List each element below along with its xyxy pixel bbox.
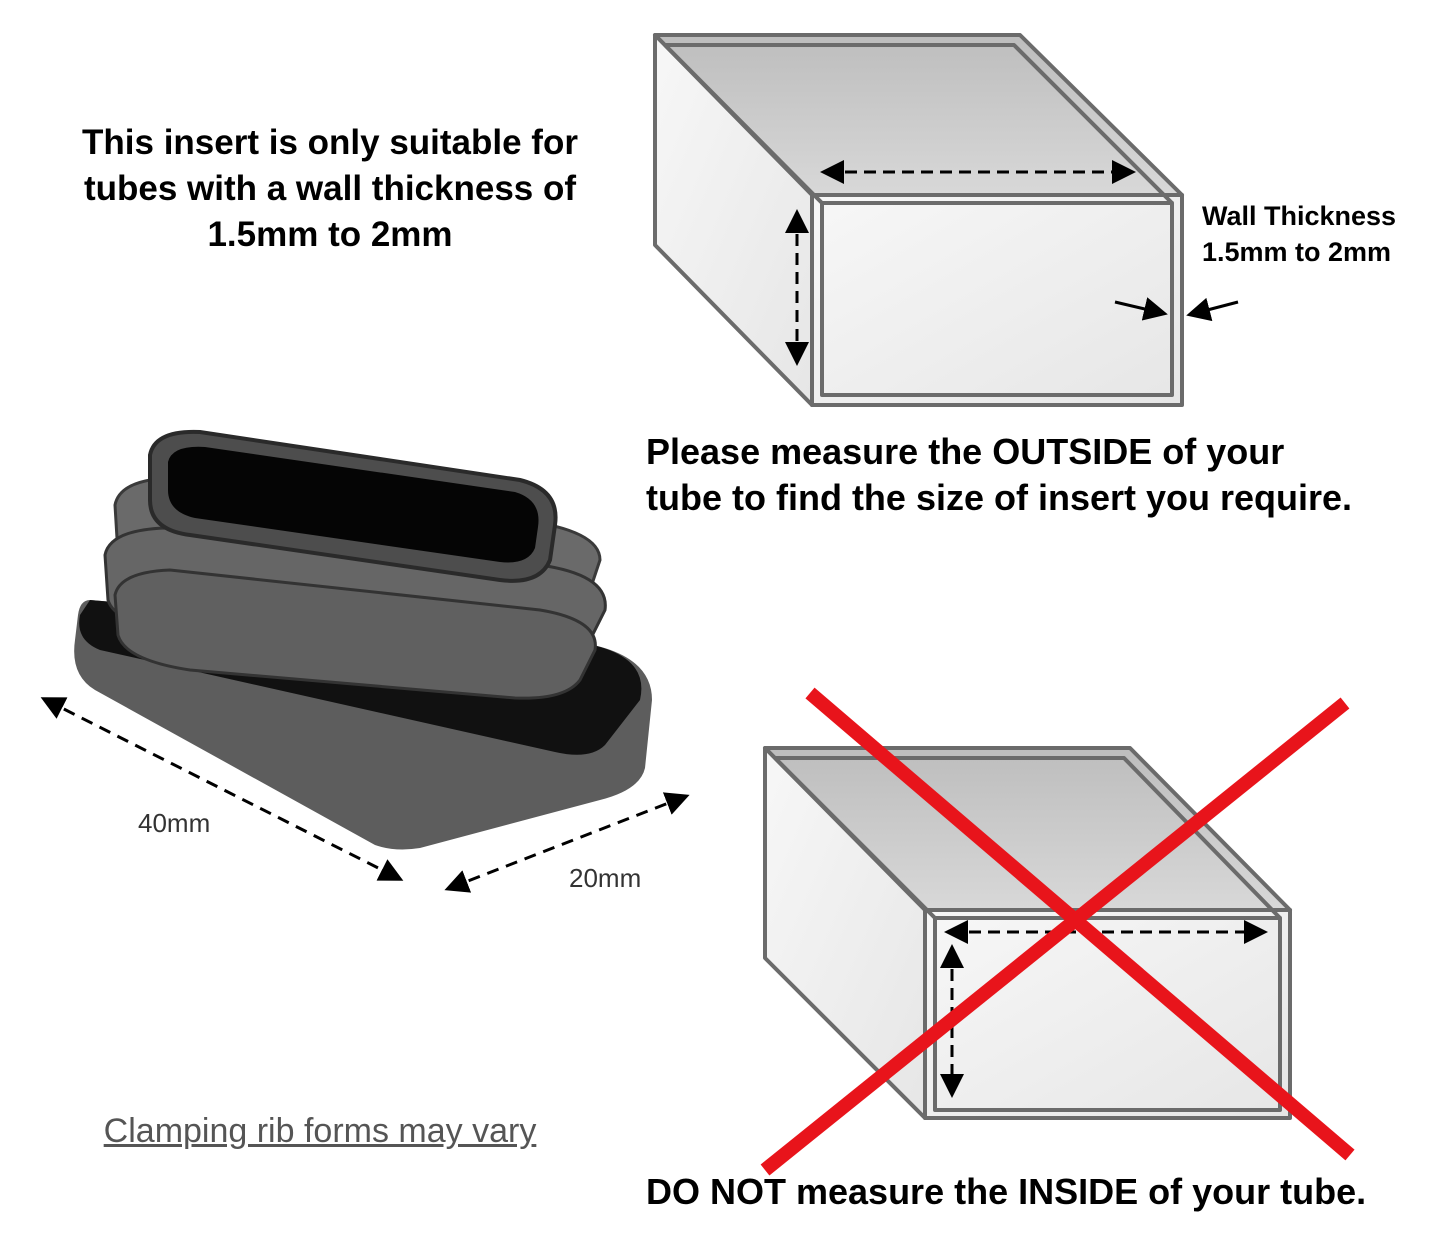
outside-dimension-arrows (785, 160, 1136, 366)
tube-insert-image (74, 429, 652, 850)
wall-thickness-line: 1.5mm to 2mm (1202, 237, 1392, 267)
outside-instruction: Please measure the OUTSIDE of your tube … (646, 429, 1352, 521)
wall-thickness-line: Wall Thickness (1202, 201, 1397, 231)
instruction-line: Please measure the OUTSIDE of your (646, 431, 1285, 472)
red-cross-icon (760, 687, 1355, 1176)
heading-line: tubes with a wall thickness of (83, 169, 577, 208)
heading-line: 1.5mm to 2mm (207, 215, 453, 254)
width-dimension-label: 20mm (569, 863, 642, 893)
inside-dimension-arrows (940, 920, 1268, 1098)
wall-thickness-arrows (1114, 297, 1239, 322)
length-dimension-label: 40mm (138, 808, 211, 838)
instruction-line: tube to find the size of insert you requ… (646, 477, 1353, 518)
outside-measure-tube (653, 33, 1184, 407)
clamping-rib-note: Clamping rib forms may vary (103, 1112, 537, 1150)
insert-dimension-arrows (40, 697, 690, 893)
suitability-heading: This insert is only suitable for tubes w… (20, 120, 640, 258)
heading-line: This insert is only suitable for (82, 123, 578, 162)
inside-warning: DO NOT measure the INSIDE of your tube. (646, 1171, 1367, 1212)
wall-thickness-label: Wall Thickness 1.5mm to 2mm (1202, 198, 1396, 270)
